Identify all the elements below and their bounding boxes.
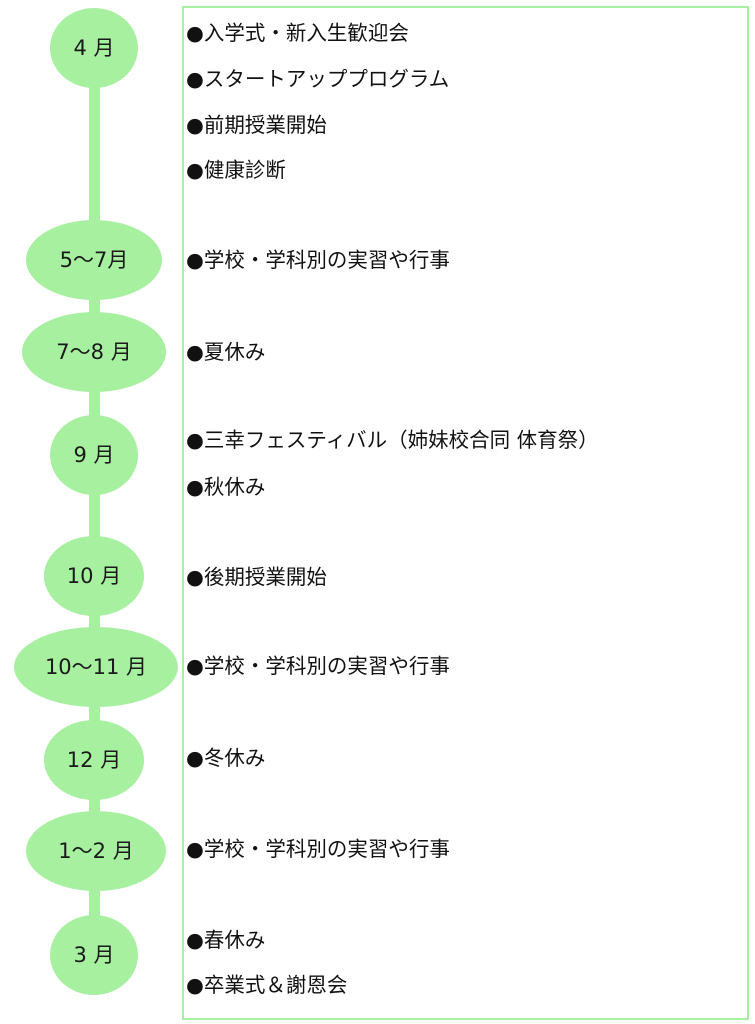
event-label: 健康診断 [204, 158, 286, 182]
event-label: 学校・学科別の実習や行事 [204, 654, 450, 678]
month-bubble [50, 415, 138, 495]
timeline-connector [89, 50, 100, 955]
month-node: 1～2 月 [26, 811, 166, 891]
bullet-icon: ● [186, 746, 204, 770]
event-label: 三幸フェスティバル（姉妹校合同 体育祭） [204, 428, 599, 452]
month-bubble [26, 220, 162, 300]
event-item: ●春休み [186, 928, 265, 952]
month-label: 12 月 [67, 748, 121, 772]
event-label: 後期授業開始 [204, 565, 327, 589]
bullet-icon: ● [186, 475, 204, 499]
month-bubble [44, 536, 144, 616]
month-node: 10 月 [44, 536, 144, 616]
bullet-icon: ● [186, 928, 204, 952]
event-label: 秋休み [204, 475, 266, 499]
month-bubble [44, 720, 144, 800]
event-label: スタートアッププログラム [204, 67, 449, 91]
event-item: ●学校・学科別の実習や行事 [186, 248, 450, 272]
month-node: 3 月 [50, 915, 138, 995]
bullet-icon: ● [186, 340, 204, 364]
event-label: 夏休み [204, 340, 266, 364]
event-label: 前期授業開始 [204, 113, 327, 137]
bullet-icon: ● [186, 21, 204, 45]
month-node: 10～11 月 [14, 627, 178, 707]
event-item: ●秋休み [186, 475, 265, 499]
event-list: ●入学式・新入生歓迎会●スタートアッププログラム●前期授業開始●健康診断●学校・… [186, 21, 599, 997]
event-item: ●後期授業開始 [186, 565, 327, 589]
bullet-icon: ● [186, 565, 204, 589]
bullet-icon: ● [186, 654, 204, 678]
event-item: ●夏休み [186, 340, 265, 364]
month-label: 10～11 月 [45, 655, 147, 679]
event-item: ●三幸フェスティバル（姉妹校合同 体育祭） [186, 428, 599, 452]
month-label: 3 月 [73, 943, 114, 967]
bullet-icon: ● [186, 428, 204, 452]
event-label: 冬休み [204, 746, 266, 770]
month-label: 1～2 月 [58, 839, 133, 863]
events-frame [182, 6, 749, 1020]
bullet-icon: ● [186, 248, 204, 272]
month-bubble [26, 811, 166, 891]
event-item: ●学校・学科別の実習や行事 [186, 837, 450, 861]
month-label: 9 月 [73, 443, 114, 467]
month-label: 7～8 月 [56, 340, 131, 364]
month-label: 10 月 [67, 564, 121, 588]
month-node: 12 月 [44, 720, 144, 800]
month-node: 5～7月 [26, 220, 162, 300]
month-label: 5～7月 [60, 248, 129, 272]
event-label: 卒業式＆謝恩会 [204, 973, 348, 997]
event-item: ●入学式・新入生歓迎会 [186, 21, 409, 45]
event-item: ●卒業式＆謝恩会 [186, 973, 347, 997]
month-bubble [50, 915, 138, 995]
month-node: 7～8 月 [22, 312, 166, 392]
bullet-icon: ● [186, 113, 204, 137]
bullet-icon: ● [186, 837, 204, 861]
event-item: ●前期授業開始 [186, 113, 327, 137]
event-label: 学校・学科別の実習や行事 [204, 837, 450, 861]
event-item: ●学校・学科別の実習や行事 [186, 654, 450, 678]
month-bubble [50, 8, 138, 88]
event-label: 学校・学科別の実習や行事 [204, 248, 450, 272]
event-item: ●冬休み [186, 746, 265, 770]
event-item: ●スタートアッププログラム [186, 67, 449, 91]
month-node: 4 月 [50, 8, 138, 88]
event-item: ●健康診断 [186, 158, 286, 182]
event-label: 入学式・新入生歓迎会 [204, 21, 409, 45]
month-nodes: 4 月 5～7月 7～8 月 9 月 10 月 10～11 月 12 月 1～2 月 3 月 [14, 8, 178, 995]
month-node: 9 月 [50, 415, 138, 495]
month-bubble [14, 627, 178, 707]
event-label: 春休み [204, 928, 266, 952]
bullet-icon: ● [186, 158, 204, 182]
month-label: 4 月 [73, 36, 114, 60]
bullet-icon: ● [186, 67, 204, 91]
month-bubble [22, 312, 166, 392]
bullet-icon: ● [186, 973, 204, 997]
